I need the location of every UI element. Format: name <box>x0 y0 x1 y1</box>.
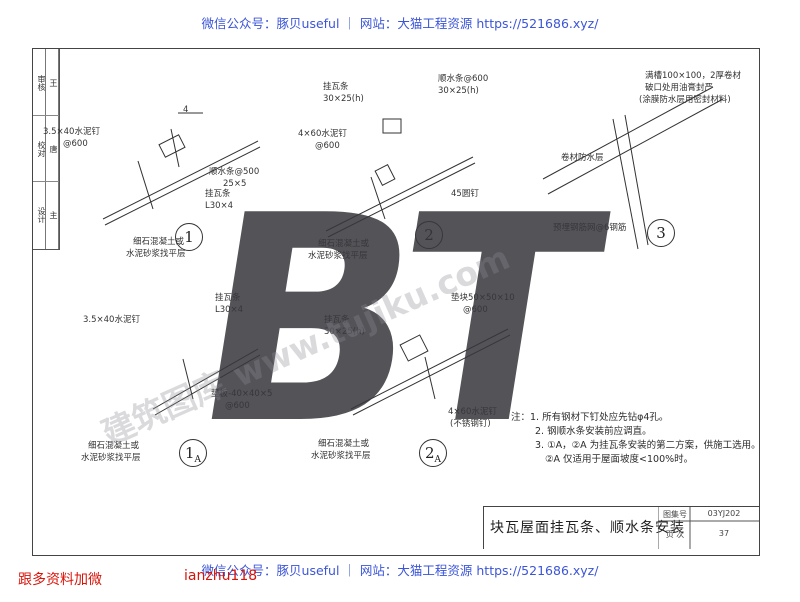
name-design: 主 <box>49 211 58 219</box>
title-block-name-column: 王 唐 主 <box>46 49 59 249</box>
d3-roof-line <box>547 98 724 195</box>
title-block: 审核 校对 设计 王 唐 主 <box>33 49 60 250</box>
d2-screed-label-2: 水泥砂浆找平层 <box>308 251 368 261</box>
d3-batten-label-3: (涂膜防水层用密封材料) <box>639 95 731 105</box>
d3-batten-label: 满槽100×100，2厚卷材 <box>645 71 741 81</box>
detail-number-1: 1 <box>175 223 203 251</box>
title-block-divider <box>33 181 59 182</box>
page-label: 页 次 <box>665 530 685 539</box>
d2-batten <box>382 118 402 134</box>
note-line: 2. 钢顺水条安装前应调直。 <box>535 426 652 437</box>
d1a-pad-spacing: @600 <box>225 401 250 411</box>
d1-roof-line <box>102 140 259 220</box>
d2-nail-spacing: @600 <box>315 141 340 151</box>
d2-counter-batten <box>374 164 396 186</box>
d1a-batten-size: L30×4 <box>215 305 244 315</box>
d2a-screed-label-2: 水泥砂浆找平层 <box>311 451 371 461</box>
d1a-nail <box>182 358 194 400</box>
d1-counter-batten-size: 25×5 <box>223 179 247 189</box>
d1-batten-size: L30×4 <box>205 201 234 211</box>
d2a-pad-label: 垫块50×50×10 <box>451 293 515 303</box>
d1a-screed-label-2: 水泥砂浆找平层 <box>81 453 141 463</box>
d2-nail2-label: 45圆钉 <box>451 189 479 199</box>
drawing-title: 块瓦屋面挂瓦条、顺水条安装 <box>490 520 685 536</box>
d2a-screed-label: 细石混凝土或 <box>318 439 370 449</box>
d2a-roof-line <box>352 334 511 416</box>
d1-nail <box>170 128 180 168</box>
d1-batten-label: 挂瓦条 <box>205 189 231 199</box>
d1-dim-label: 4 <box>183 105 189 115</box>
d2-screed-label: 细石混凝土或 <box>318 239 370 249</box>
d1a-roof-line <box>152 348 259 410</box>
d3-gutter-wall <box>624 114 649 246</box>
detail-number-1a: 1A <box>179 439 207 467</box>
note-line: 注：1. 所有钢材下钉处应先钻φ4孔。 <box>511 412 669 423</box>
d1a-nail-label: 3.5×40水泥钉 <box>83 315 140 325</box>
atlas-value: 03YJ202 <box>707 509 741 518</box>
d2a-nail-note: (不锈钢钉) <box>450 419 491 429</box>
detail-number-3: 3 <box>647 219 675 247</box>
d1-screed-label-2: 水泥砂浆找平层 <box>126 249 186 259</box>
d1-nail-spacing: @600 <box>63 139 88 149</box>
page-value: 37 <box>718 529 730 538</box>
d2a-pad <box>399 334 429 362</box>
d1-batten <box>158 134 186 158</box>
footer-id: ianzhu118 <box>184 568 258 584</box>
d3-membrane-label: 卷材防水层 <box>561 153 604 163</box>
d1a-screed-label: 细石混凝土或 <box>88 441 140 451</box>
d3-batten-label-2: 破口处用油膏封严 <box>645 83 714 93</box>
role-check: 校对 <box>37 141 46 157</box>
detail-number-2a: 2A <box>419 439 447 467</box>
name-check: 唐 <box>49 145 58 153</box>
bottom-title-block: 块瓦屋面挂瓦条、顺水条安装 图集号 03YJ202 页 次 37 <box>483 506 759 549</box>
d2a-nail-label: 4×60水泥钉 <box>448 407 497 417</box>
d1-counter-batten-label: 顺水条@500 <box>209 167 260 177</box>
d2a-batten-label: 挂瓦条 <box>324 315 350 325</box>
d1a-batten-label: 挂瓦条 <box>215 293 241 303</box>
d2-roof-line <box>327 162 476 238</box>
drawing-sheet: 审核 校对 设计 王 唐 主 <box>32 48 761 556</box>
detail-number-2: 2 <box>415 221 443 249</box>
d2a-roof-line <box>350 328 509 410</box>
d2-counter-batten-label: 顺水条@600 <box>438 74 489 84</box>
d2-batten-size: 30×25(h) <box>323 94 364 104</box>
d2a-nail <box>424 356 436 400</box>
note-line: 3. ①A，②A 为挂瓦条安装的第二方案，供施工选用。 <box>535 440 761 451</box>
d1-nail-label: 3.5×40水泥钉 <box>43 127 100 137</box>
d2-nail <box>370 176 386 220</box>
bottom-banner: 微信公众号：豚贝useful ｜ 网站：大猫工程资源 https://52168… <box>201 563 599 578</box>
d2-roof-line <box>325 156 474 232</box>
top-banner: 微信公众号：豚贝useful ｜ 网站：大猫工程资源 https://52168… <box>201 16 599 31</box>
d2a-batten-size: 30×25(h) <box>324 327 365 337</box>
d1-screed-label: 细石混凝土或 <box>133 237 185 247</box>
d1-nail <box>137 160 154 210</box>
bottom-title-grid <box>658 507 759 549</box>
detail-linework <box>102 86 724 416</box>
d3-rebar-label: 预埋钢筋网@6钢筋 <box>553 223 627 233</box>
atlas-label: 图集号 <box>663 510 687 519</box>
d2-nail-label: 4×60水泥钉 <box>298 129 347 139</box>
d1a-pad-label: 垫板-40×40×5 <box>211 389 273 399</box>
note-line: ②A 仅适用于屋面坡度<100%时。 <box>545 454 694 465</box>
footer-redaction-box <box>127 567 181 588</box>
title-block-divider <box>33 115 59 116</box>
d3-gutter-wall <box>612 118 639 250</box>
role-design: 设计 <box>37 207 46 223</box>
footer-text: 跟多资料加微 <box>18 572 102 588</box>
d2-counter-batten-size: 30×25(h) <box>438 86 479 96</box>
d1-roof-line <box>104 146 261 226</box>
d1a-roof-line <box>154 354 261 416</box>
title-block-role-column: 审核 校对 设计 <box>33 49 46 249</box>
notes-block: 注：1. 所有钢材下钉处应先钻φ4孔。 2. 钢顺水条安装前应调直。 3. ①A… <box>511 411 761 467</box>
role-review: 审核 <box>37 75 46 91</box>
d2-batten-label: 挂瓦条 <box>323 82 349 92</box>
d2a-pad-spacing: @600 <box>463 305 488 315</box>
name-review: 王 <box>49 79 58 87</box>
